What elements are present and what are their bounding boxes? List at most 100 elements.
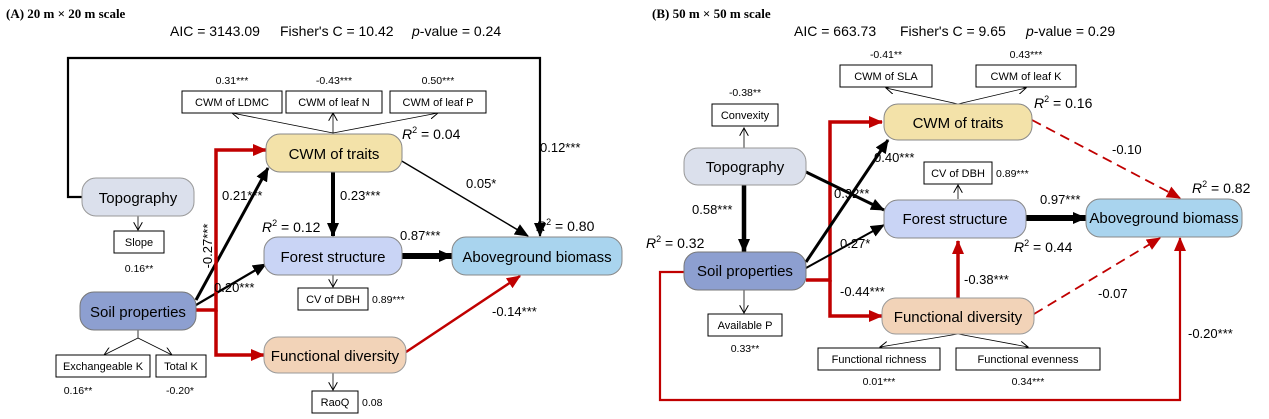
r2-cwm: R2 = 0.04: [402, 125, 461, 142]
loading-available-p: 0.33**: [731, 343, 760, 355]
svg-text:Convexity: Convexity: [721, 110, 770, 122]
svg-text:CWM of SLA: CWM of SLA: [854, 71, 918, 83]
r2-soil: R2 = 0.32: [646, 234, 705, 251]
node-functional-diversity: Functional diversity: [263, 336, 407, 374]
svg-text:Available P: Available P: [718, 320, 773, 332]
path-cwm-agb: [399, 159, 529, 237]
svg-text:Exchangeable K: Exchangeable K: [63, 361, 144, 373]
arrow-soil-totk: [137, 337, 172, 355]
svg-text:RaoQ: RaoQ: [321, 397, 350, 409]
box-slope: Slope: [113, 230, 165, 254]
svg-text:Total K: Total K: [164, 361, 198, 373]
loading-functional-evenness: 0.34***: [1012, 376, 1045, 388]
path-topography-agb: [66, 56, 546, 237]
box-total-k: Total K: [155, 354, 207, 378]
box-available-p: Available P: [707, 313, 783, 337]
node-soil-properties: Soil properties: [79, 291, 197, 331]
loading-cv-dbh: 0.89***: [996, 168, 1029, 180]
path-soil-cwm-negative: [806, 116, 883, 282]
path-soil-cwm: [194, 167, 270, 301]
panel-b-aic: AIC = 663.73: [794, 23, 876, 39]
loading-sla: -0.41**: [870, 49, 902, 61]
box-cv-dbh: CV of DBH: [297, 287, 369, 311]
loading-leaf-n: -0.43***: [316, 75, 352, 87]
box-convexity: Convexity: [711, 103, 779, 127]
box-functional-richness: Functional richness: [817, 347, 941, 371]
panel-a-title: (A) 20 m × 20 m scale: [6, 6, 126, 21]
loading-functional-richness: 0.01***: [863, 376, 896, 388]
coef-cwm-forest: 0.23***: [340, 188, 380, 203]
r2-cwm: R2 = 0.16: [1034, 94, 1093, 111]
node-forest-structure-label: Forest structure: [280, 249, 385, 266]
r2-forest: R2 = 0.44: [1014, 238, 1073, 255]
path-soil-cwm: [804, 139, 890, 263]
node-soil-properties-label: Soil properties: [90, 304, 186, 321]
coef-soil-forest: 0.27*: [840, 236, 870, 251]
coef-fd-forest: -0.38***: [964, 272, 1009, 287]
coef-soil-fd: -0.44***: [840, 284, 885, 299]
node-aboveground-biomass-label: Aboveground biomass: [1089, 210, 1238, 227]
arrow-soil-exk: [104, 330, 139, 355]
box-cwm-leaf-k: CWM of leaf K: [975, 64, 1077, 88]
loading-raoq: 0.08: [362, 397, 383, 409]
path-soil-forest: [805, 224, 885, 269]
box-cwm-leaf-p: CWM of leaf P: [389, 90, 487, 114]
box-raoq: RaoQ: [311, 390, 359, 414]
panel-a-model-stats: AIC = 3143.09 Fisher's C = 10.42 p-value…: [170, 23, 501, 39]
coef-cwm-agb: -0.10: [1112, 142, 1142, 157]
box-cwm-leaf-n: CWM of leaf N: [285, 90, 383, 114]
loading-cv-dbh: 0.89***: [372, 294, 405, 306]
coef-fd-agb: -0.07: [1098, 286, 1128, 301]
svg-text:Functional evenness: Functional evenness: [978, 354, 1079, 366]
panel-a-pvalue: p-value = 0.24: [411, 23, 501, 39]
panel-a: (A) 20 m × 20 m scale AIC = 3143.09 Fish…: [6, 6, 623, 414]
node-soil-properties: Soil properties: [683, 251, 807, 291]
loading-ldmc: 0.31***: [216, 75, 249, 87]
r2-forest: R2 = 0.12: [262, 218, 321, 235]
coef-soil-fd: -0.27***: [200, 224, 215, 269]
node-aboveground-biomass-label: Aboveground biomass: [462, 249, 611, 266]
node-forest-structure-label: Forest structure: [902, 211, 1007, 228]
path-soil-fd: [214, 310, 265, 361]
node-soil-properties-label: Soil properties: [697, 263, 793, 280]
panel-a-fisher: Fisher's C = 10.42: [280, 23, 394, 39]
node-topography: Topography: [81, 177, 195, 217]
coef-fd-agb: -0.14***: [492, 304, 537, 319]
path-fd-agb: [405, 274, 521, 354]
box-cwm-sla: CWM of SLA: [839, 64, 933, 88]
arrow-fd-fr: [880, 333, 959, 347]
node-aboveground-biomass: Aboveground biomass: [1085, 198, 1243, 238]
svg-text:Slope: Slope: [125, 237, 153, 249]
loading-convexity: -0.38**: [729, 87, 761, 99]
path-soil-fd: [828, 280, 883, 322]
arrow-fd-fe: [957, 333, 1028, 347]
coef-soil-forest: 0.20***: [214, 280, 254, 295]
loading-exchangeable-k: 0.16**: [64, 385, 93, 397]
panel-a-aic: AIC = 3143.09: [170, 23, 260, 39]
node-cwm-traits: CWM of traits: [883, 103, 1033, 141]
svg-text:CV of DBH: CV of DBH: [931, 168, 985, 180]
path-cwm-agb: [1031, 119, 1181, 199]
path-fd-agb: [1033, 237, 1161, 315]
loading-slope: 0.16**: [125, 263, 154, 275]
path-soil-agb: [658, 237, 1186, 402]
coef-topography-agb: 0.12***: [540, 140, 580, 155]
node-forest-structure: Forest structure: [263, 236, 403, 276]
box-functional-evenness: Functional evenness: [955, 347, 1101, 371]
box-cv-dbh: CV of DBH: [923, 161, 993, 185]
arrow-cwm-leafp: [332, 113, 438, 134]
coef-forest-agb: 0.97***: [1040, 192, 1080, 207]
panel-b-model-stats: AIC = 663.73 Fisher's C = 9.65 p-value =…: [794, 23, 1115, 39]
coef-forest-agb: 0.87***: [400, 228, 440, 243]
svg-text:Functional richness: Functional richness: [832, 354, 927, 366]
r2-agb: R2 = 0.80: [536, 217, 595, 234]
loading-total-k: -0.20*: [166, 385, 194, 397]
node-aboveground-biomass: Aboveground biomass: [451, 236, 623, 276]
node-functional-diversity-label: Functional diversity: [894, 309, 1023, 326]
node-cwm-traits-label: CWM of traits: [289, 146, 380, 163]
node-functional-diversity: Functional diversity: [881, 297, 1035, 335]
panel-b-pvalue: p-value = 0.29: [1025, 23, 1115, 39]
coef-soil-cwm: 0.21***: [222, 188, 262, 203]
node-topography-label: Topography: [706, 159, 785, 176]
